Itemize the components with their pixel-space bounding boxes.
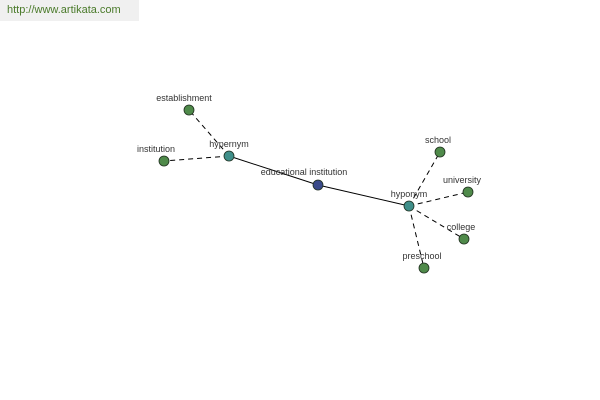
- edge-hypernym-establishment: [188, 109, 230, 157]
- label-center: educational institution: [261, 167, 348, 177]
- node-center[interactable]: [312, 179, 324, 191]
- node-hyponym[interactable]: [403, 200, 415, 212]
- node-school[interactable]: [434, 146, 446, 158]
- label-establishment: establishment: [156, 93, 212, 103]
- label-university: university: [443, 175, 482, 185]
- edge-center-hypernym: [228, 155, 319, 186]
- label-hyponym: hyponym: [391, 189, 428, 199]
- node-hypernym[interactable]: [223, 150, 235, 162]
- label-preschool: preschool: [402, 251, 441, 261]
- label-hypernym: hypernym: [209, 139, 249, 149]
- node-college[interactable]: [458, 233, 470, 245]
- label-college: college: [447, 222, 476, 232]
- edge-hyponym-school: [408, 151, 441, 207]
- edge-hyponym-college: [408, 205, 465, 240]
- node-university[interactable]: [462, 186, 474, 198]
- site-url-link[interactable]: http://www.artikata.com: [0, 0, 139, 21]
- label-institution: institution: [137, 144, 175, 154]
- label-school: school: [425, 135, 451, 145]
- node-preschool[interactable]: [418, 262, 430, 274]
- node-institution[interactable]: [158, 155, 170, 167]
- graph-labels: educational institution hypernym hyponym es…: [137, 93, 482, 261]
- edge-center-hyponym: [317, 184, 410, 207]
- graph-edges: [163, 109, 469, 269]
- edge-hyponym-preschool: [408, 205, 425, 269]
- graph-nodes: [158, 104, 474, 274]
- edge-hypernym-institution: [163, 155, 230, 162]
- node-establishment[interactable]: [183, 104, 195, 116]
- edge-hyponym-university: [408, 191, 469, 207]
